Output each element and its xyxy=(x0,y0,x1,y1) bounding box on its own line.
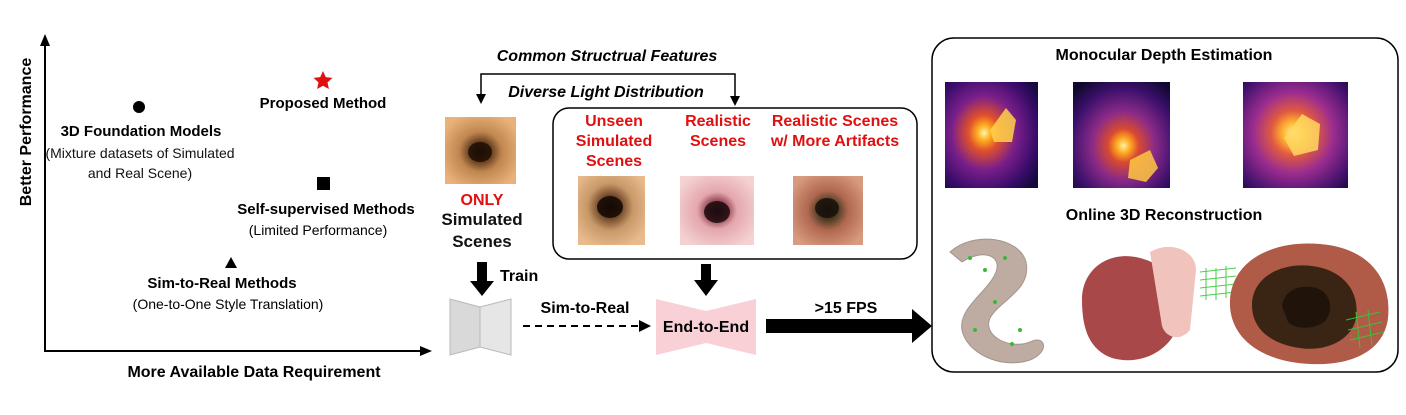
unseen-simulated-label: Unseen Simulated Scenes xyxy=(575,113,653,170)
foundation-models-subtitle-box: (Mixture datasets of Simulated and Real … xyxy=(45,145,235,181)
artifacts-scenes-label: Realistic Scenes w/ More Artifacts xyxy=(770,113,900,150)
simulated-scenes-label-box: Simulated Scenes xyxy=(441,210,523,251)
common-features-label: Common Structrual Features xyxy=(497,48,718,65)
simulated-scene-lumen xyxy=(468,142,492,162)
sim-to-real-arrowhead xyxy=(639,320,651,332)
depth-estimation-title: Monocular Depth Estimation xyxy=(1056,47,1273,64)
only-label: ONLY xyxy=(461,192,504,209)
sim-model-left-half xyxy=(449,298,481,356)
diverse-light-label: Diverse Light Distribution xyxy=(508,84,704,101)
self-supervised-label: Self-supervised Methods xyxy=(237,201,415,218)
reconstruction-image-2 xyxy=(1082,246,1237,361)
sim-to-real-methods-subtitle: (One-to-One Style Translation) xyxy=(133,296,324,312)
y-axis-label: Better Performance xyxy=(18,58,35,207)
depth-map-1-highlight xyxy=(990,108,1016,142)
realistic-scenes-label-box: Realistic Scenes xyxy=(685,113,751,150)
fps-arrow-shaft xyxy=(766,319,914,333)
fps-arrow-head xyxy=(912,309,932,343)
depth-map-image-2 xyxy=(1073,82,1170,188)
x-axis-label: More Available Data Requirement xyxy=(127,364,381,381)
end-to-end-label: End-to-End xyxy=(663,319,749,336)
categories-arrow-shaft xyxy=(701,264,711,281)
x-axis-arrowhead xyxy=(420,346,432,356)
self-supervised-square-marker xyxy=(317,177,330,190)
fps-label: >15 FPS xyxy=(815,300,878,317)
common-features-bracket xyxy=(480,73,736,98)
sim-to-real-label: Sim-to-Real xyxy=(541,300,630,317)
self-supervised-subtitle: (Limited Performance) xyxy=(249,222,388,238)
categories-arrow-head xyxy=(694,280,718,296)
depth-map-3-highlight xyxy=(1284,114,1320,156)
end-to-end-model-shape xyxy=(656,299,756,355)
reconstruction-image-1 xyxy=(949,238,1044,364)
foundation-models-circle-marker xyxy=(133,101,145,113)
common-features-left-arrowhead xyxy=(476,94,486,104)
simulated-scenes-label: Simulated Scenes xyxy=(441,210,523,251)
artifacts-scenes-label-box: Realistic Scenes w/ More Artifacts xyxy=(770,113,900,150)
depth-map-2-highlight xyxy=(1128,150,1158,182)
proposed-method-star-marker xyxy=(313,71,333,89)
performance-chart: Better Performance More Available Data R… xyxy=(18,34,432,381)
train-label: Train xyxy=(500,268,538,285)
reconstruction-title: Online 3D Reconstruction xyxy=(1066,207,1262,224)
proposed-method-label: Proposed Method xyxy=(260,95,387,112)
unseen-simulated-label-box: Unseen Simulated Scenes xyxy=(575,113,653,170)
realistic-scenes-label: Realistic Scenes xyxy=(685,113,751,150)
train-arrow-head xyxy=(470,281,494,296)
common-features-right-arrowhead xyxy=(730,96,740,106)
train-arrow-shaft xyxy=(477,262,487,282)
sim-to-real-triangle-marker xyxy=(225,257,237,268)
foundation-models-label: 3D Foundation Models xyxy=(61,123,222,140)
y-axis-arrowhead xyxy=(40,34,50,46)
unseen-simulated-lumen xyxy=(597,196,623,218)
depth-map-image-1 xyxy=(945,82,1038,188)
sim-model-right-half xyxy=(479,298,512,356)
artifacts-scene-lumen xyxy=(815,198,839,218)
reconstruction-image-3 xyxy=(1229,243,1389,365)
foundation-models-subtitle: (Mixture datasets of Simulated and Real … xyxy=(45,145,235,181)
sim-to-real-methods-label: Sim-to-Real Methods xyxy=(147,275,296,292)
realistic-scene-lumen xyxy=(704,201,730,223)
